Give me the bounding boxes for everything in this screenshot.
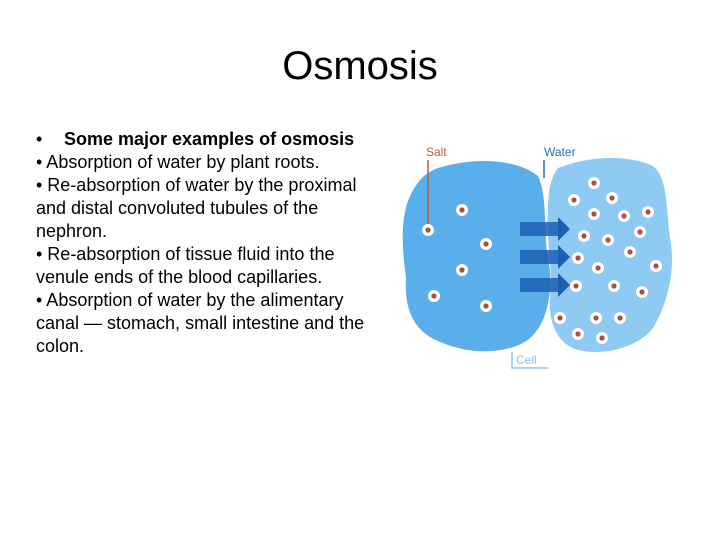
osmosis-diagram: Salt Water Cell [402,145,673,369]
section-heading: • Some major examples of osmosis [36,128,366,151]
particle [554,312,566,324]
section-heading-text: Some major examples of osmosis [64,129,355,149]
salt-particles-right [554,177,662,344]
particle [578,230,590,242]
arrow-2 [520,245,570,269]
particle [588,208,600,220]
particle [428,290,440,302]
salt-label: Salt [426,145,447,159]
slide-title: Osmosis [282,44,438,88]
arrow-1 [520,217,570,241]
example-item-2: • Re-absorption of water by the proximal… [36,175,357,241]
right-cell [547,157,673,352]
example-item-1: • Absorption of water by plant roots. [36,152,320,172]
particle [570,280,582,292]
particle [572,328,584,340]
particle [456,204,468,216]
water-label: Water [544,145,576,159]
particle [618,210,630,222]
particle [422,224,434,236]
particle [456,264,468,276]
particle [636,286,648,298]
particle [608,280,620,292]
example-item-3: • Re-absorption of tissue fluid into the… [36,244,335,287]
particle [614,312,626,324]
particle [592,262,604,274]
example-item-4: • Absorption of water by the alimentary … [36,290,365,356]
particle [480,300,492,312]
particle [590,312,602,324]
particle [568,194,580,206]
bullet-marker: • [36,129,43,149]
particle [624,246,636,258]
particle [602,234,614,246]
particle [596,332,608,344]
cell-line [511,352,548,369]
slide-body: • Some major examples of osmosis • Absor… [36,128,366,358]
arrow-3 [520,273,570,297]
salt-particles-left [422,204,492,312]
cell-label: Cell [516,353,537,367]
particle [480,238,492,250]
particle [606,192,618,204]
osmosis-arrows [520,217,570,297]
left-cell [402,161,551,352]
particle [650,260,662,272]
particle [572,252,584,264]
particle [588,177,600,189]
particle [642,206,654,218]
particle [634,226,646,238]
